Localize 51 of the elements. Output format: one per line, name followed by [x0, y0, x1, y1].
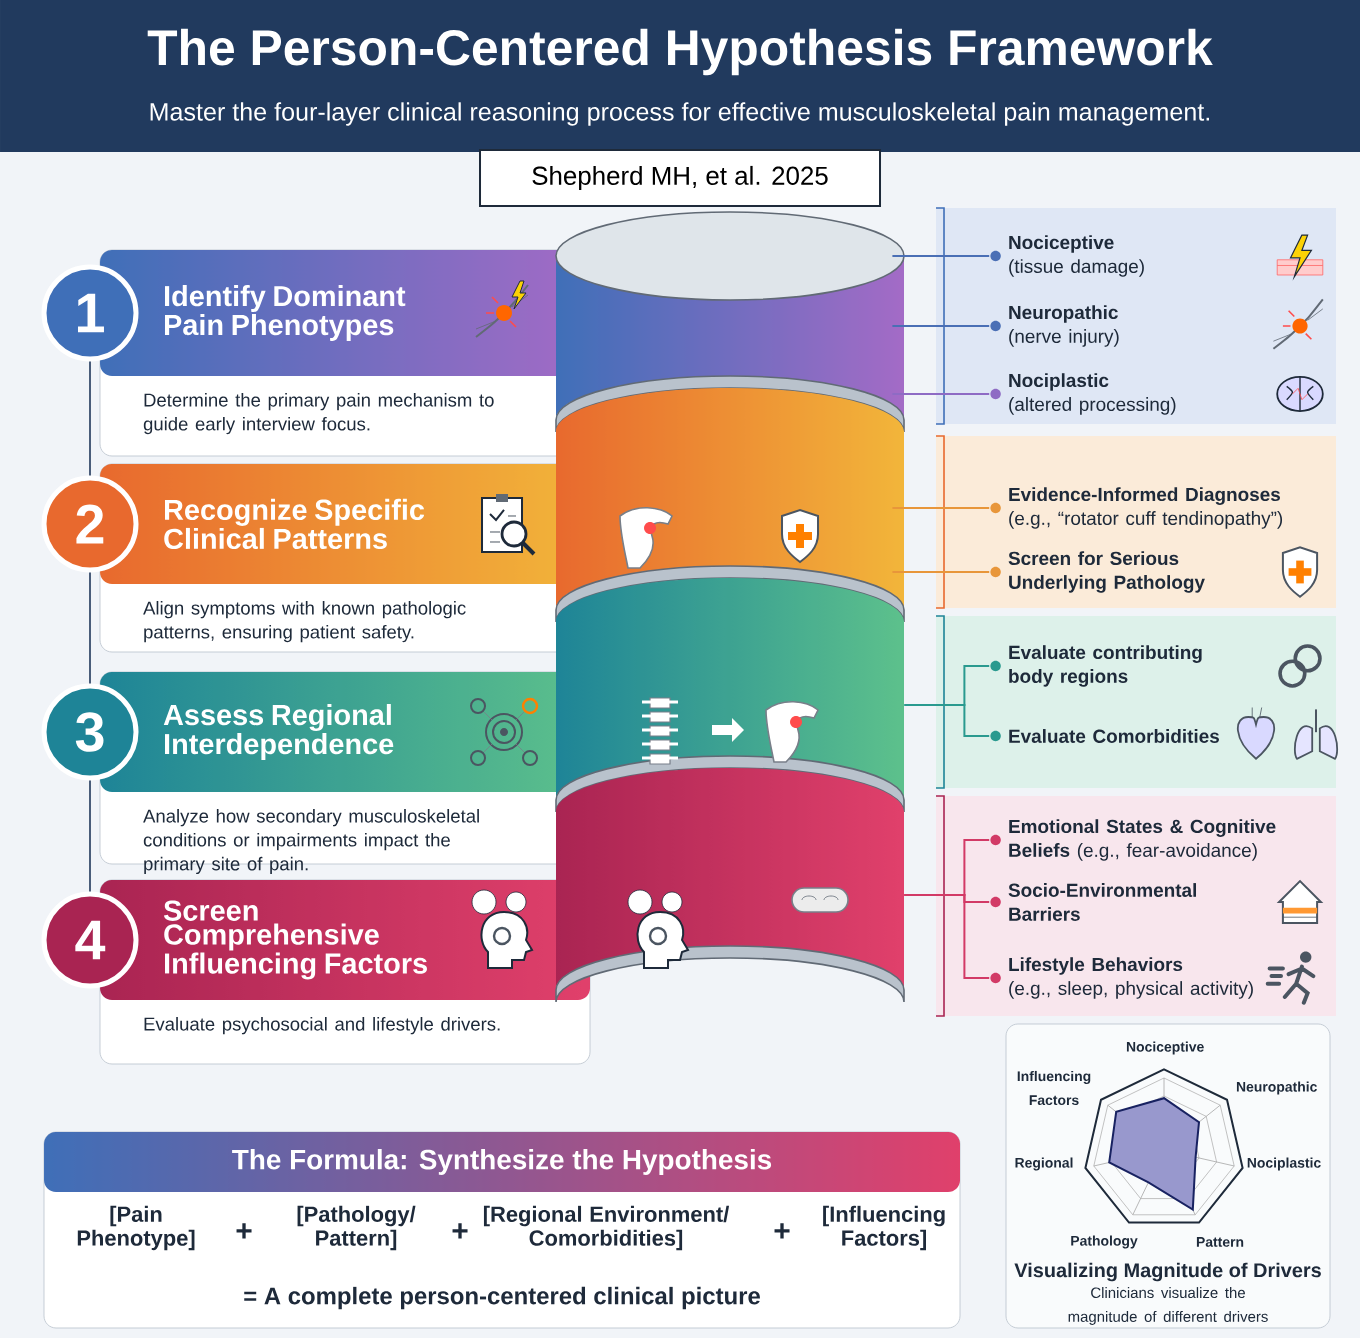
- formula-term: [Pathology/ Pattern]: [297, 1205, 416, 1251]
- item-text: Emotional States & Cognitive Beliefs (e.g., fear-avoidance): [1009, 819, 1276, 861]
- connector-line: [891, 393, 991, 395]
- plus-sign: +: [774, 1223, 790, 1239]
- item-text: Evidence-Informed Diagnoses (e.g., “rotator cuff tendinopathy”): [1009, 487, 1283, 529]
- cylinder-layer: [555, 211, 905, 433]
- category-panel: [935, 435, 1336, 609]
- step-heading: Identify Dominant Pain Phenotypes: [165, 285, 406, 341]
- step-description: Analyze how secondary musculoskeletal conditions or impairments impact the primary site of pain.: [143, 809, 479, 875]
- plus-sign: +: [236, 1223, 252, 1239]
- item-text: Socio-Environmental Barriers: [1008, 883, 1196, 921]
- category-panel: [935, 795, 1336, 1017]
- step-description: Evaluate psychosocial and lifestyle drivers.: [144, 1017, 500, 1035]
- connector-line: [903, 894, 991, 979]
- subtitle: Master the four-layer clinical reasoning process for effective musculoskeletal pain management.: [150, 102, 1209, 126]
- step-description: Align symptoms with known pathologic patterns, ensuring patient safety.: [143, 601, 466, 643]
- citation-box: Shepherd MH, et al. 2025: [479, 149, 881, 207]
- connector-line: [891, 255, 991, 257]
- connector-line: [89, 360, 91, 477]
- step-description: Determine the primary pain mechanism to guide early interview focus.: [143, 393, 494, 435]
- title: The Person-Centered Hypothesis Framework: [147, 28, 1213, 76]
- step-heading: Recognize Specific Clinical Patterns: [164, 498, 425, 550]
- plus-sign: +: [452, 1223, 468, 1239]
- connector-line: [89, 779, 91, 893]
- connector-line: [89, 571, 91, 685]
- connector-line: [891, 507, 991, 509]
- cylinder-layer: [555, 565, 905, 623]
- formula-term: [Regional Environment/ Comorbidities]: [483, 1205, 730, 1251]
- step-number: 3: [41, 683, 139, 781]
- step-number: 1: [41, 264, 139, 362]
- connector-line: [891, 571, 991, 573]
- formula-heading: The Formula: Synthesize the Hypothesis: [232, 1149, 772, 1175]
- category-panel: [935, 207, 1336, 425]
- item-text: Evaluate contributing body regions: [1009, 645, 1202, 687]
- formula-result: = A complete person-centered clinical picture: [244, 1286, 760, 1310]
- step-number: 4: [41, 891, 139, 989]
- step-heading: Screen Comprehensive Influencing Factors: [163, 900, 427, 980]
- item-text: Lifestyle Behaviors (e.g., sleep, physical activity): [1009, 957, 1253, 999]
- item-text: Nociceptive (tissue damage): [1009, 235, 1144, 277]
- item-text: Evaluate Comorbidities: [1009, 729, 1219, 743]
- chart-title: Visualizing Magnitude of Drivers: [1014, 1262, 1321, 1282]
- item-text: Screen for Serious Underlying Pathology: [1008, 551, 1205, 593]
- formula-term: [Pain Phenotype]: [77, 1205, 195, 1251]
- step-heading: Assess Regional Interdependence: [163, 704, 394, 760]
- connector-line: [903, 704, 991, 737]
- connector-line: [891, 325, 991, 327]
- item-text: Nociplastic (altered processing): [1009, 373, 1176, 415]
- formula-term: [Influencing Factors]: [823, 1205, 945, 1251]
- step-number: 2: [41, 475, 139, 573]
- category-panel: [935, 615, 1336, 789]
- item-text: Neuropathic (nerve injury): [1009, 305, 1119, 347]
